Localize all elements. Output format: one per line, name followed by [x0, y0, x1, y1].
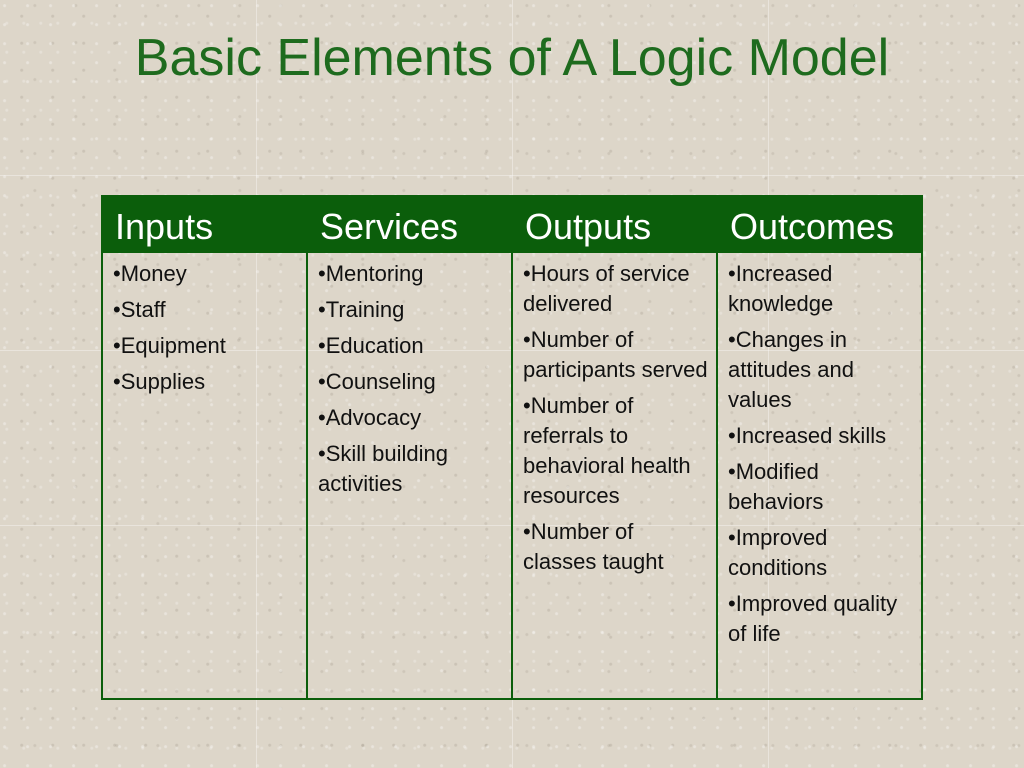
slide-title: Basic Elements of A Logic Model: [134, 29, 890, 87]
list-item: •Equipment: [113, 333, 226, 358]
table-row: •Money •Staff •Equipment •Supplies •Ment…: [101, 251, 923, 700]
outcomes-cell: •Increased knowledge •Changes in attitud…: [716, 251, 923, 700]
services-cell: •Mentoring •Training •Education •Counsel…: [306, 251, 513, 700]
list-item: •Increased knowledge: [728, 261, 834, 316]
list-item: •Training: [318, 297, 405, 322]
outputs-cell: •Hours of service delivered •Number of p…: [511, 251, 718, 700]
list-item: •Skill building activities: [318, 441, 448, 496]
list-item: •Supplies: [113, 369, 206, 394]
list-item: •Money: [113, 261, 187, 286]
column-header-outputs: Outputs: [511, 195, 718, 253]
list-item: •Number of classes taught: [523, 519, 664, 574]
column-header-services: Services: [306, 195, 513, 253]
texture-seam: [0, 175, 1024, 176]
list-item: •Changes in attitudes and values: [728, 327, 854, 412]
list-item: •Improved conditions: [728, 525, 828, 580]
list-item: •Number of referrals to behavioral healt…: [523, 393, 691, 508]
column-header-inputs: Inputs: [101, 195, 308, 253]
column-header-outcomes: Outcomes: [716, 195, 923, 253]
list-item: •Education: [318, 333, 424, 358]
list-item: •Advocacy: [318, 405, 422, 430]
list-item: •Hours of service delivered: [523, 261, 690, 316]
list-item: •Increased skills: [728, 423, 887, 448]
list-item: •Counseling: [318, 369, 436, 394]
inputs-cell: •Money •Staff •Equipment •Supplies: [101, 251, 308, 700]
list-item: •Improved quality of life: [728, 591, 898, 646]
list-item: •Staff: [113, 297, 166, 322]
logic-model-table: Inputs Services Outputs Outcomes •Money …: [101, 195, 923, 700]
list-item: •Mentoring: [318, 261, 424, 286]
list-item: •Modified behaviors: [728, 459, 824, 514]
list-item: •Number of participants served: [523, 327, 708, 382]
table-header-row: Inputs Services Outputs Outcomes: [101, 195, 923, 253]
